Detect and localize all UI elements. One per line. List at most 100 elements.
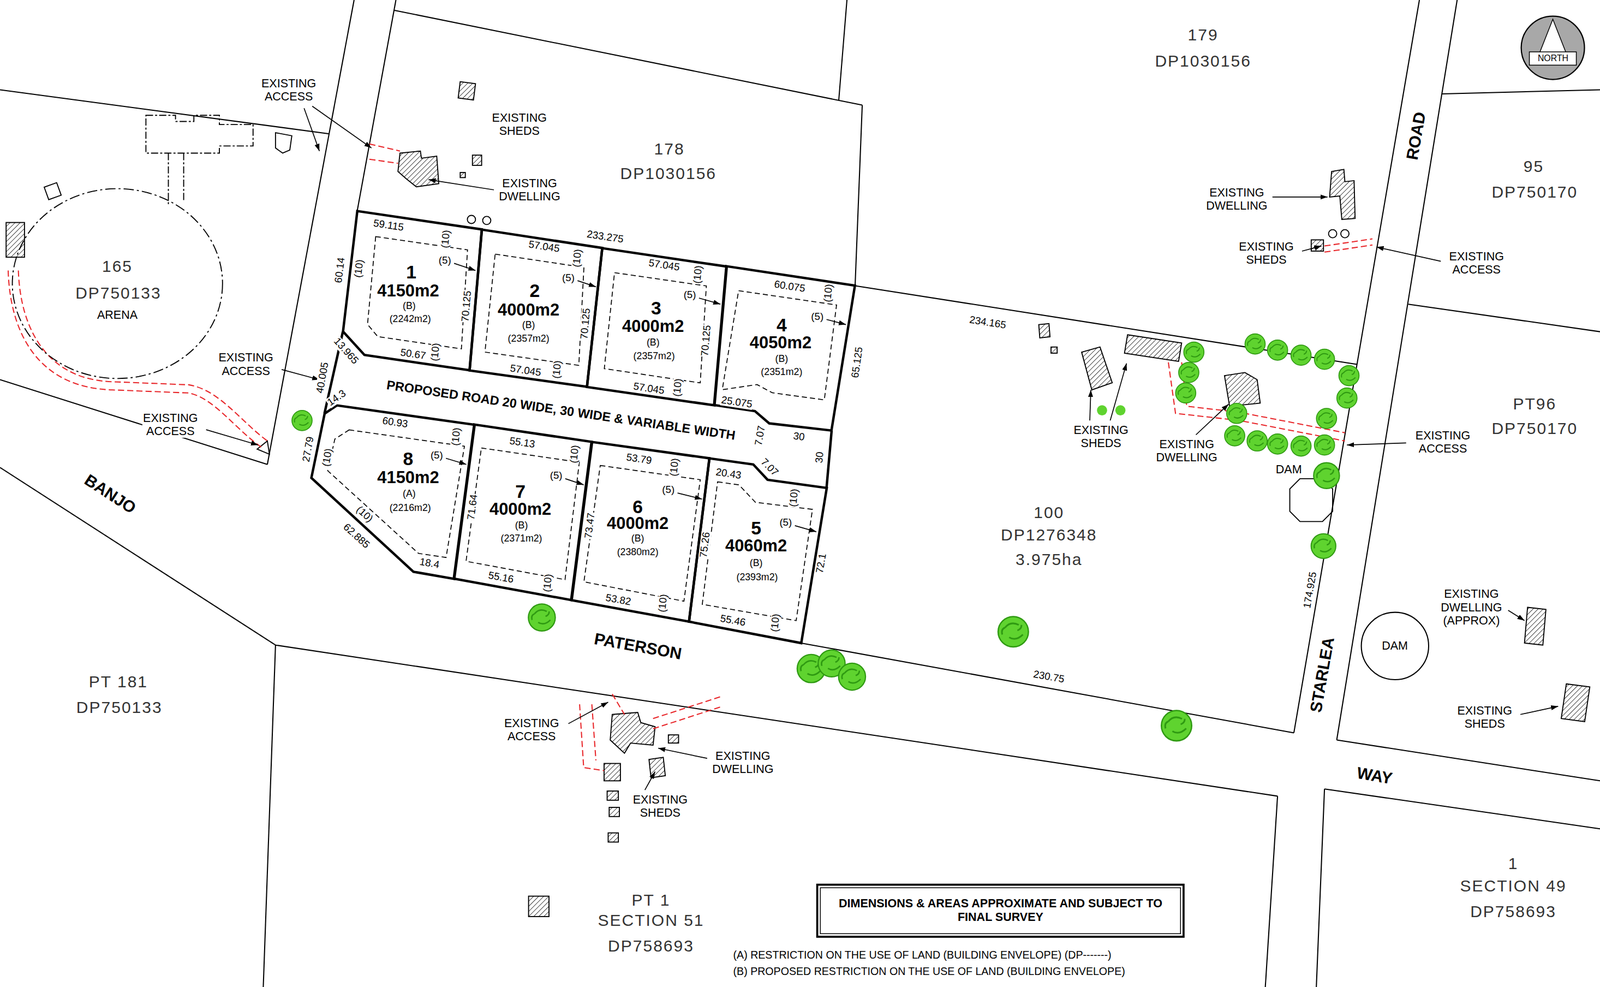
dimension-label: 50.67 <box>399 347 428 362</box>
tree <box>1267 433 1288 455</box>
building-envelope <box>722 290 837 400</box>
lot-area: 4000m2 <box>497 301 560 319</box>
arena-label: ARENA <box>97 309 138 322</box>
leader-line <box>658 747 708 758</box>
dimension-label: 55.16 <box>486 570 515 585</box>
parcel-label: DP758693 <box>1469 903 1557 920</box>
building-envelope <box>604 272 707 383</box>
note-box: DIMENSIONS & AREAS APPROXIMATE AND SUBJE… <box>814 881 1187 940</box>
envelope-type: (B) <box>515 520 529 531</box>
lot-area: 4150m2 <box>377 469 439 487</box>
dimension-label: (5) <box>661 484 676 495</box>
existing-building <box>528 896 549 917</box>
lot-area: 4000m2 <box>622 318 684 336</box>
existing-structure-outline <box>44 182 62 200</box>
dimension-label: 70.125 <box>578 306 593 340</box>
dimension-label: 62.885 <box>340 521 372 551</box>
parcel-label: DP1276348 <box>1000 526 1098 543</box>
lot-area: 4060m2 <box>725 537 787 555</box>
north-arrow: NORTH <box>1518 13 1588 83</box>
dimension-label: 27.79 <box>300 434 316 463</box>
callout-label: EXISTING SHEDS <box>1238 240 1294 267</box>
lot-area: 4050m2 <box>749 334 812 352</box>
road-frontage <box>826 430 832 488</box>
dimension-label: (10) <box>541 572 554 593</box>
tree <box>1175 382 1196 403</box>
leader-line <box>1346 442 1406 445</box>
leader-line <box>1302 246 1322 252</box>
setback-arrow <box>795 525 817 532</box>
leader-line <box>1089 389 1091 421</box>
dimension-label: (10) <box>787 487 800 509</box>
existing-building <box>604 763 621 781</box>
lot-number: 6 <box>632 497 643 517</box>
existing-building <box>460 172 465 178</box>
dimension-label: 55.13 <box>508 436 537 451</box>
existing-structure-outline <box>1328 229 1337 238</box>
leader-line <box>303 108 320 152</box>
parcel-boundary <box>263 645 276 987</box>
lot-boundary <box>714 266 856 431</box>
existing-building <box>6 81 1590 917</box>
building-envelope <box>701 481 813 620</box>
envelope-area: (2357m2) <box>633 351 676 362</box>
parcel-label: DP1030156 <box>1154 52 1252 70</box>
callout-label: EXISTING ACCESS <box>217 350 274 378</box>
callout-label: EXISTING DWELLING <box>711 749 774 776</box>
envelope-area: (2371m2) <box>500 533 543 544</box>
envelope-area: (2380m2) <box>617 547 659 558</box>
building-envelope <box>484 254 584 366</box>
tree <box>1314 349 1335 370</box>
parcel-label: SECTION 51 <box>596 911 705 929</box>
tree <box>1338 365 1359 386</box>
tree <box>1096 404 1108 416</box>
road-name: PATERSON <box>592 629 684 662</box>
building-envelope <box>466 448 581 580</box>
leader-line <box>568 701 609 724</box>
road-note: PROPOSED ROAD 20 WIDE, 30 WIDE & VARIABL… <box>385 378 737 443</box>
setback-arrow <box>699 297 721 304</box>
envelope-area: (2357m2) <box>508 333 550 344</box>
north-label-box <box>1529 51 1577 65</box>
setback-arrow <box>565 478 584 485</box>
parcel-label: DP758693 <box>607 937 695 954</box>
existing-building <box>397 151 439 187</box>
leader-line <box>645 771 656 790</box>
dam: DAM <box>1358 609 1432 683</box>
existing-structure-outline <box>145 115 253 205</box>
tree <box>528 603 555 631</box>
envelope-type: (B) <box>522 320 536 331</box>
existing-building <box>609 807 620 817</box>
parcel-label: PT 1 <box>631 891 672 909</box>
parcel-label: 178 <box>653 140 686 158</box>
road-name: BANJO <box>81 470 140 517</box>
parcel-label: DP750170 <box>1490 183 1579 201</box>
envelope-area: (2216m2) <box>389 503 432 513</box>
lot-number: 8 <box>403 450 414 469</box>
parcel-boundary <box>267 0 355 465</box>
dimension-label: 72.1 <box>814 552 829 575</box>
parcel-label: 179 <box>1187 26 1220 44</box>
parcel-number: 165 <box>102 258 133 275</box>
parcel-label: DP750133 <box>75 699 164 716</box>
dimension-label: 53.79 <box>624 452 653 467</box>
dimension-label: (5) <box>549 470 564 481</box>
callout-label: EXISTING SHEDS <box>632 792 689 820</box>
building-envelope <box>583 465 701 602</box>
tree <box>1226 403 1247 424</box>
parcel-boundary <box>275 645 1278 797</box>
road-frontage <box>324 331 832 488</box>
callout-label: EXISTING SHEDS <box>1457 703 1513 731</box>
dimension-label: (5) <box>438 254 452 266</box>
arena: 165DP750133ARENA <box>9 185 226 382</box>
setback-arrow <box>826 319 847 325</box>
dimension-label: (10) <box>551 359 564 380</box>
existing-building <box>1561 683 1590 722</box>
north-label: NORTH <box>1537 54 1569 64</box>
parcel-label: 3.975ha <box>1015 551 1083 568</box>
dimension-label: (10) <box>353 504 375 525</box>
existing-building <box>610 712 655 754</box>
lot-boundary <box>688 457 827 643</box>
